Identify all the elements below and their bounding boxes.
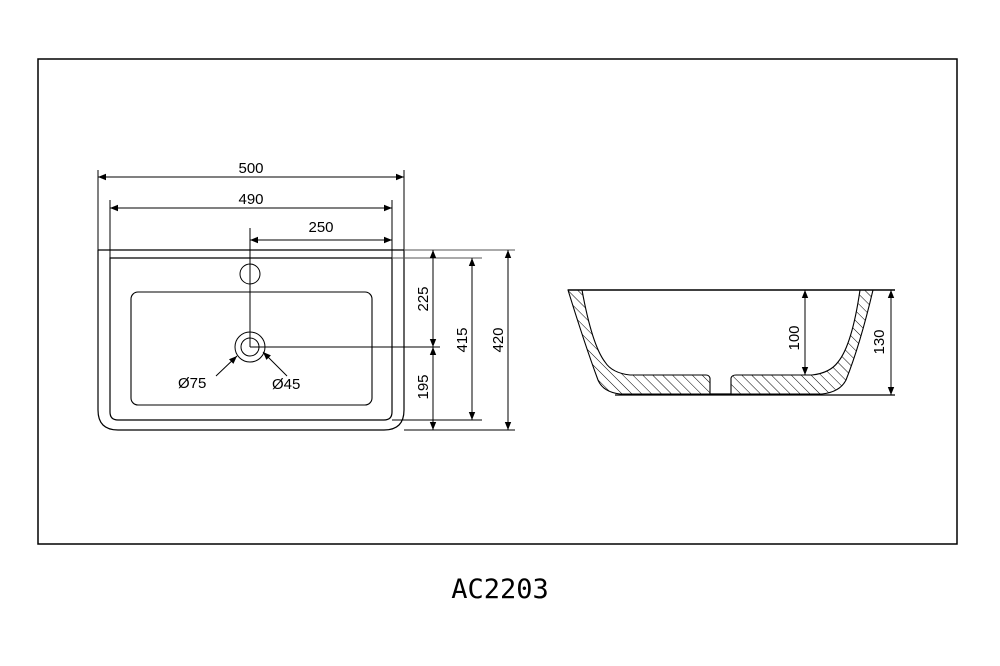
section-wall-left (567, 289, 711, 395)
callout-drain-outer: Ø75 (178, 375, 206, 392)
dim-back-to-drain: 225 (415, 286, 432, 311)
basin-bowl (130, 291, 373, 406)
side-view: 100 130 (567, 289, 895, 396)
model-number: AC2203 (451, 574, 549, 605)
dim-inner-depth: 415 (454, 327, 471, 352)
basin-inner-rim (109, 257, 393, 421)
dim-overall-height: 130 (871, 329, 888, 354)
dim-inner-width: 490 (238, 191, 263, 208)
callout-drain-inner: Ø45 (272, 376, 300, 393)
callout-leader-75 (215, 355, 238, 377)
callout-leader-45 (262, 351, 288, 377)
top-view: 500 490 250 225 195 415 420 Ø75 Ø45 (97, 160, 515, 431)
dim-overall-depth: 420 (490, 327, 507, 352)
dim-center-offset: 250 (308, 219, 333, 236)
section-wall-right (730, 289, 874, 395)
dim-drain-to-front: 195 (415, 374, 432, 399)
drawing-frame (37, 58, 958, 545)
dim-overall-width: 500 (238, 160, 263, 177)
dim-bowl-depth: 100 (786, 325, 803, 350)
basin-outer-outline (97, 250, 405, 431)
